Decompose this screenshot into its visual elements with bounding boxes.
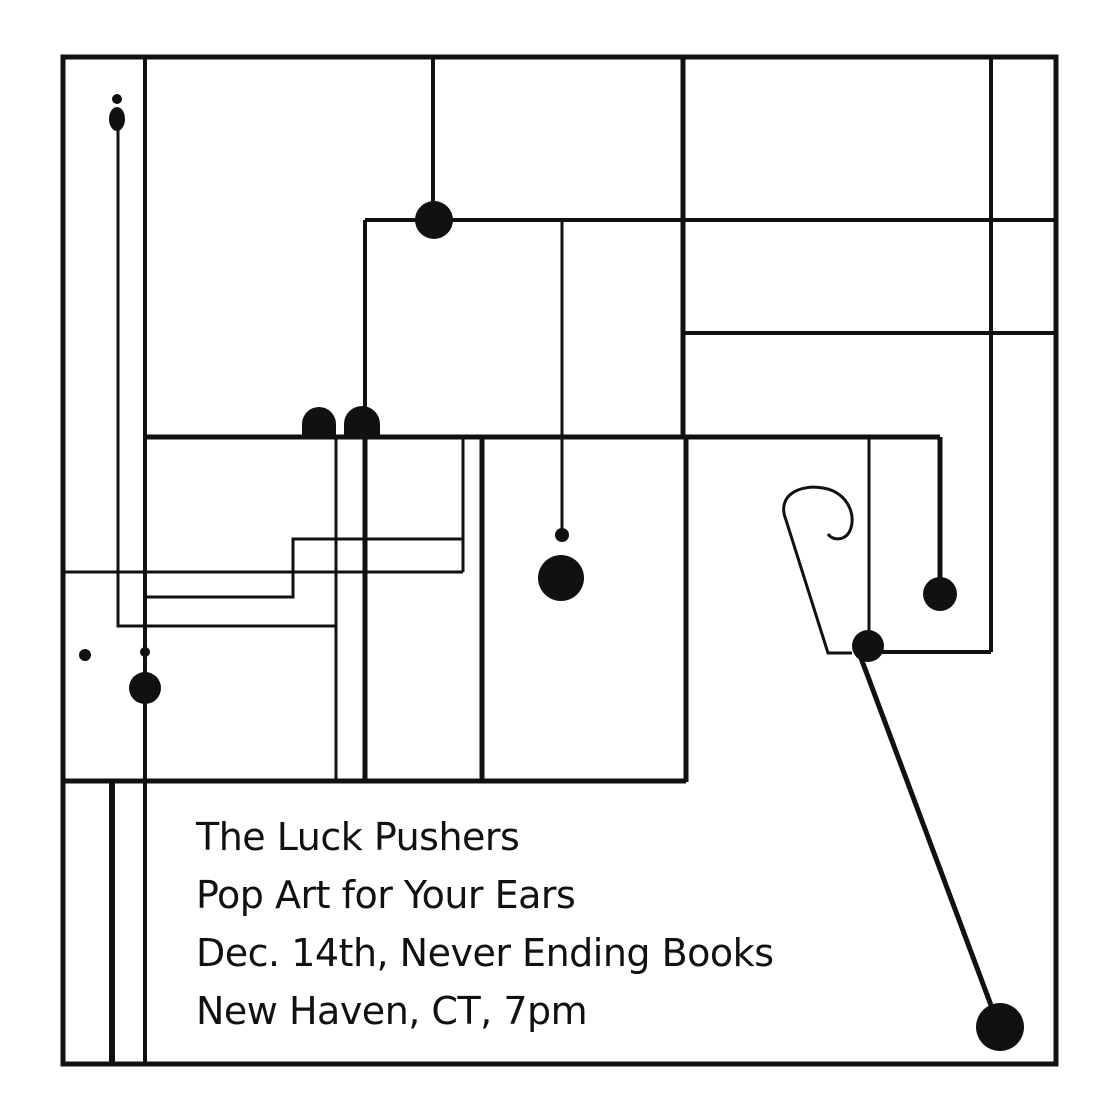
dome-shape [302, 407, 336, 438]
location-time: New Haven, CT, 7pm [196, 989, 588, 1033]
circle-node [415, 201, 453, 239]
diagonal-line [855, 649, 1001, 1025]
oval-node [109, 107, 125, 131]
outer-frame [60, 54, 1059, 1067]
poster-text-block: The Luck Pushers Pop Art for Your Ears D… [196, 808, 774, 1040]
date-venue: Dec. 14th, Never Ending Books [196, 931, 774, 975]
circle-node [852, 630, 884, 662]
circle-node [976, 1003, 1024, 1051]
small-dot [79, 649, 91, 661]
circle-node [129, 672, 161, 704]
dome-shape [344, 406, 380, 438]
circle-node [923, 577, 957, 611]
stepped-line [116, 130, 336, 628]
band-name: The Luck Pushers [196, 815, 520, 859]
stepped-line [145, 537, 463, 599]
tagline: Pop Art for Your Ears [196, 873, 576, 917]
small-dot [112, 94, 122, 104]
hook-line [782, 485, 854, 655]
circle-node [538, 555, 584, 601]
small-dot [555, 528, 569, 542]
small-dot [140, 647, 150, 657]
